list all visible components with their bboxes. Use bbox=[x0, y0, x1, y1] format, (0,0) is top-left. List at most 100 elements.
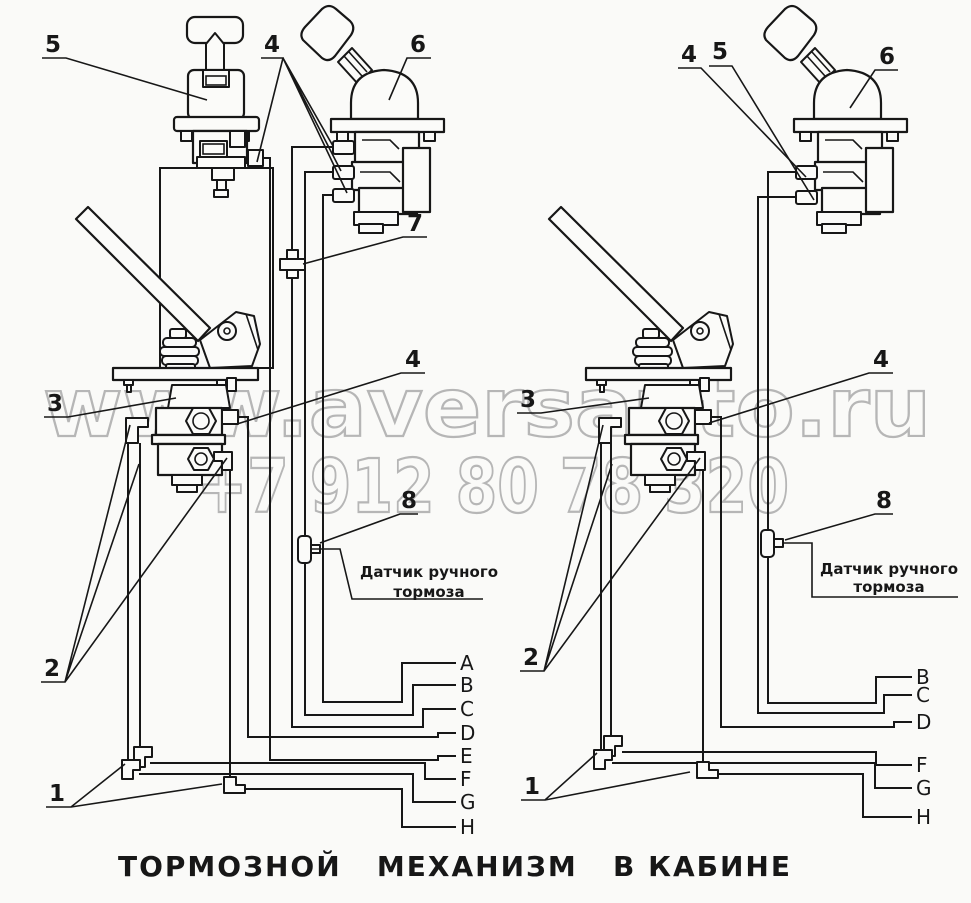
port-letter-a: A bbox=[460, 651, 474, 675]
valve-port bbox=[795, 165, 818, 180]
sensor-note-line1: Датчик ручного bbox=[820, 560, 958, 578]
flange-bolt bbox=[180, 130, 193, 142]
part-label-6: 6 bbox=[879, 44, 895, 70]
leader-8 bbox=[319, 513, 418, 544]
leader-6 bbox=[388, 57, 431, 101]
side-port bbox=[247, 149, 264, 167]
leader-1 bbox=[46, 763, 223, 808]
port-letter-b: B bbox=[460, 673, 474, 697]
pipes-left bbox=[127, 146, 456, 828]
port-letter-f: F bbox=[916, 753, 928, 777]
part-label-8: 8 bbox=[401, 488, 417, 514]
port-letter-b: B bbox=[916, 665, 930, 689]
leader-4 bbox=[678, 67, 807, 178]
pipe-c bbox=[757, 196, 912, 714]
right-diagram: 4 5 6 3 4 8 2 1 B C D F G H Датчик ручно… bbox=[517, 4, 958, 829]
pipe-d bbox=[711, 416, 912, 728]
drain-neck bbox=[211, 167, 235, 181]
elbow-fitting bbox=[121, 759, 141, 780]
part-label-4: 4 bbox=[873, 347, 889, 373]
pipe-c bbox=[291, 146, 456, 728]
figure-caption: ТОРМОЗНОЙ МЕХАНИЗМ В КАБИНЕ bbox=[118, 849, 792, 883]
leader-7 bbox=[302, 236, 427, 265]
part-label-8: 8 bbox=[876, 488, 892, 514]
part-label-4: 4 bbox=[681, 42, 697, 68]
leader-3 bbox=[517, 397, 650, 414]
pipe-d bbox=[238, 416, 456, 738]
part-label-1: 1 bbox=[524, 774, 540, 800]
port-letter-e: E bbox=[460, 744, 473, 768]
pipe-f-run bbox=[622, 751, 912, 766]
part-label-5: 5 bbox=[712, 39, 728, 65]
leader-5 bbox=[709, 65, 815, 201]
sensor-note-line2: тормоза bbox=[393, 583, 464, 601]
hand-valve-shape bbox=[763, 4, 909, 235]
port-letter-c: C bbox=[460, 697, 474, 721]
leader-4-mid bbox=[236, 372, 425, 425]
pipe-e bbox=[263, 157, 456, 761]
leader-5 bbox=[42, 57, 208, 101]
mechanism-base bbox=[196, 156, 246, 169]
leader-4-mid bbox=[708, 372, 893, 424]
housing-notch-inner bbox=[205, 75, 227, 86]
part-label-3: 3 bbox=[47, 391, 63, 417]
valve-port bbox=[332, 140, 355, 155]
valve-port bbox=[795, 190, 818, 205]
part-label-2: 2 bbox=[44, 656, 60, 682]
part-label-4: 4 bbox=[405, 347, 421, 373]
port-letter-f: F bbox=[460, 767, 472, 791]
valve-port bbox=[332, 165, 355, 180]
sensor-nub bbox=[773, 538, 784, 548]
leader-2 bbox=[41, 424, 228, 683]
tee-fitting bbox=[223, 776, 246, 794]
pipe-h-run bbox=[244, 788, 456, 828]
part-label-3: 3 bbox=[520, 387, 536, 413]
hand-valve-item5 bbox=[172, 15, 264, 198]
part-label-2: 2 bbox=[523, 645, 539, 671]
pipe-g-run bbox=[139, 773, 456, 803]
leader-6 bbox=[849, 69, 898, 109]
part-label-1: 1 bbox=[49, 781, 65, 807]
sensor-note-bracket bbox=[782, 542, 958, 598]
sensor-note-line1: Датчик ручного bbox=[360, 563, 498, 581]
leader-3 bbox=[44, 397, 177, 418]
leader-lines-left bbox=[41, 57, 431, 808]
port-letter-g: G bbox=[916, 776, 932, 800]
sensor-note-line2: тормоза bbox=[853, 578, 924, 596]
port-letter-d: D bbox=[916, 710, 931, 734]
hand-valve-item6-right bbox=[763, 4, 909, 235]
cross-fitting-horizontal bbox=[279, 258, 306, 271]
handbrake-sensor-fitting bbox=[760, 529, 775, 558]
pipes-right bbox=[600, 171, 912, 818]
pipe-f-run bbox=[150, 762, 456, 780]
part-label-5: 5 bbox=[45, 32, 61, 58]
valve-flange bbox=[172, 115, 261, 133]
pipe-h-run bbox=[717, 773, 912, 818]
part-label-4: 4 bbox=[264, 32, 280, 58]
valve-port bbox=[332, 188, 355, 203]
port-letter-d: D bbox=[460, 721, 475, 745]
housing-notch bbox=[202, 69, 230, 88]
part-label-7: 7 bbox=[407, 211, 423, 237]
pipe-b bbox=[304, 171, 456, 716]
left-diagram: 5 4 6 7 3 4 8 2 1 A B C D E F G H Датчик… bbox=[41, 4, 498, 839]
leader-lines-right bbox=[517, 65, 898, 801]
leader-4-top bbox=[256, 57, 348, 194]
pipe-b bbox=[767, 171, 912, 704]
handbrake-sensor-fitting bbox=[297, 535, 312, 564]
leader-1 bbox=[521, 752, 691, 801]
drain-cap bbox=[213, 189, 229, 198]
port-letter-g: G bbox=[460, 790, 476, 814]
leader-8 bbox=[784, 513, 893, 541]
leader-2 bbox=[520, 424, 701, 672]
sensor-note-bracket bbox=[311, 548, 483, 600]
part-label-6: 6 bbox=[410, 32, 426, 58]
port-letter-h: H bbox=[916, 805, 931, 829]
port-letter-h: H bbox=[460, 815, 475, 839]
pipe-a bbox=[322, 194, 456, 703]
elbow-fitting bbox=[593, 749, 613, 770]
mechanism-detail-inner bbox=[202, 143, 225, 155]
mechanism-block bbox=[229, 130, 246, 148]
